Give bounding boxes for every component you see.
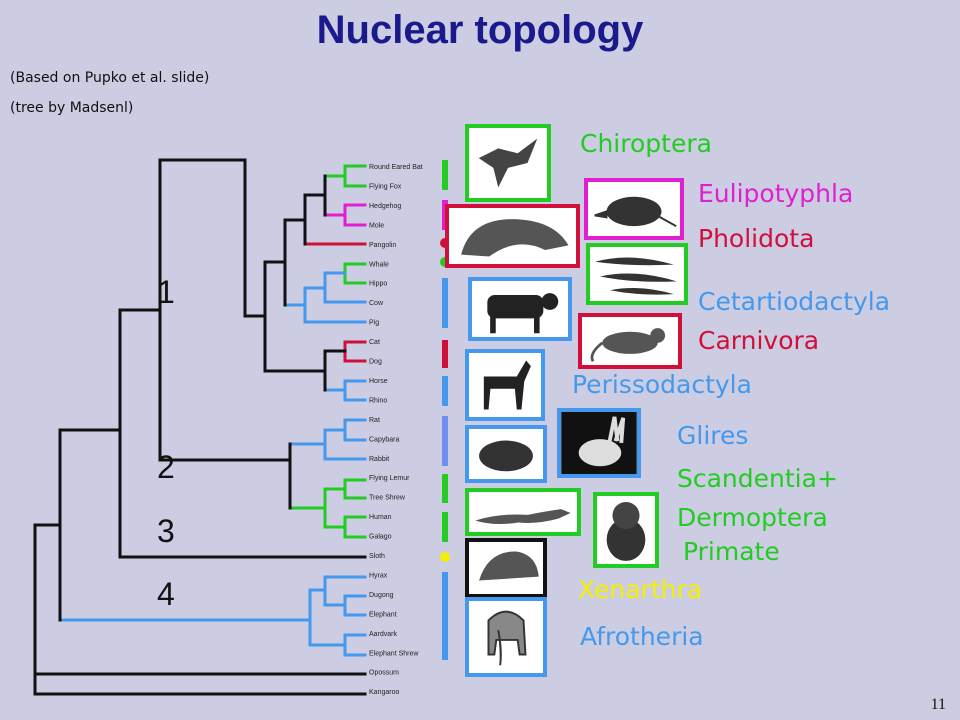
branch-primatomorpha	[288, 478, 367, 539]
dot-xenarthra	[440, 552, 450, 562]
bat-photo	[465, 124, 551, 202]
group-label-perissodactyla: Perissodactyla	[572, 370, 752, 399]
leaf-label: Rat	[369, 417, 380, 424]
subtitle-source: (Based on Pupko et al. slide)	[10, 70, 210, 86]
primate-photo	[593, 492, 659, 568]
group-label-chiroptera: Chiroptera	[580, 129, 712, 158]
leaf-label: Human	[369, 514, 392, 521]
elephant-photo	[465, 597, 547, 677]
branch-insectivores	[323, 203, 367, 227]
leaf-label: Kangaroo	[369, 689, 399, 696]
leaf-label: Rhino	[369, 397, 387, 404]
leaf-label: Dog	[369, 359, 382, 366]
leaf-label: Dugong	[369, 592, 394, 599]
leaf-label: Sloth	[369, 553, 385, 560]
page-number: 11	[930, 696, 946, 713]
clade-number-3: 3	[157, 513, 175, 549]
leaf-label: Pig	[369, 320, 379, 327]
leaf-label: Whale	[369, 261, 389, 268]
leaf-label: Mole	[369, 222, 384, 229]
group-label-eulipotyphla: Eulipotyphla	[698, 179, 854, 208]
group-label-primate: Primate	[683, 537, 780, 566]
leaf-label: Flying Lemur	[369, 475, 410, 482]
leaf-label: Cow	[369, 300, 384, 307]
page-title: Nuclear topology	[316, 8, 644, 52]
rabbit-photo	[557, 408, 641, 478]
leaf-label: Hippo	[369, 281, 387, 288]
branch-carnivora	[343, 340, 367, 363]
group-label-scandentia: Scandentia+	[677, 464, 838, 493]
rodent-photo	[465, 425, 547, 483]
leaf-label: Elephant	[369, 611, 397, 618]
branch-bats	[323, 164, 367, 188]
leaf-label: Horse	[369, 378, 388, 385]
leaf-label: Flying Fox	[369, 183, 402, 190]
leaf-label: Elephant Shrew	[369, 650, 419, 657]
pangolin-photo	[445, 204, 580, 268]
group-label-glires: Glires	[677, 421, 749, 450]
clade-number-2: 2	[157, 449, 175, 485]
shrew-photo	[584, 178, 684, 240]
armadillo-photo	[465, 538, 547, 598]
branch-perissodactyla	[323, 379, 367, 402]
branch-glires	[288, 418, 367, 461]
group-label-carnivora: Carnivora	[698, 326, 820, 355]
group-label-afrotheria: Afrotheria	[580, 622, 704, 651]
branch-afrotheria	[58, 575, 367, 657]
leaf-label: Galago	[369, 534, 392, 541]
leaf-label: Rabbit	[369, 456, 389, 463]
leaf-label: Hyrax	[369, 572, 388, 579]
leaf-label: Cat	[369, 339, 380, 346]
dolphin-photo	[586, 243, 688, 305]
group-label-pholidota: Pholidota	[698, 224, 815, 253]
cow-photo	[468, 277, 572, 341]
branch-cetartiodactyla	[343, 262, 367, 285]
leaf-label: Opossum	[369, 670, 399, 677]
leaf-label: Round Eared Bat	[369, 164, 423, 171]
cat-photo	[578, 313, 682, 369]
group-label-xenarthra: Xenarthra	[578, 575, 703, 604]
branch-sloth	[58, 308, 367, 559]
leaf-label: Pangolin	[369, 242, 396, 249]
horse-photo	[465, 349, 545, 421]
leaf-label: Hedgehog	[369, 203, 401, 210]
leaf-label: Aardvark	[369, 631, 398, 638]
subtitle-tree-author: (tree by Madsenl)	[10, 100, 134, 116]
leaf-label: Tree Shrew	[369, 495, 406, 502]
tree-shrew-photo	[465, 488, 581, 536]
group-label-cetartiodactyla: Cetartiodactyla	[698, 287, 891, 316]
clade-number-1: 1	[157, 274, 175, 310]
leaf-label: Capybara	[369, 436, 399, 443]
clade-number-4: 4	[157, 576, 175, 612]
group-label-dermoptera: Dermoptera	[677, 503, 828, 532]
